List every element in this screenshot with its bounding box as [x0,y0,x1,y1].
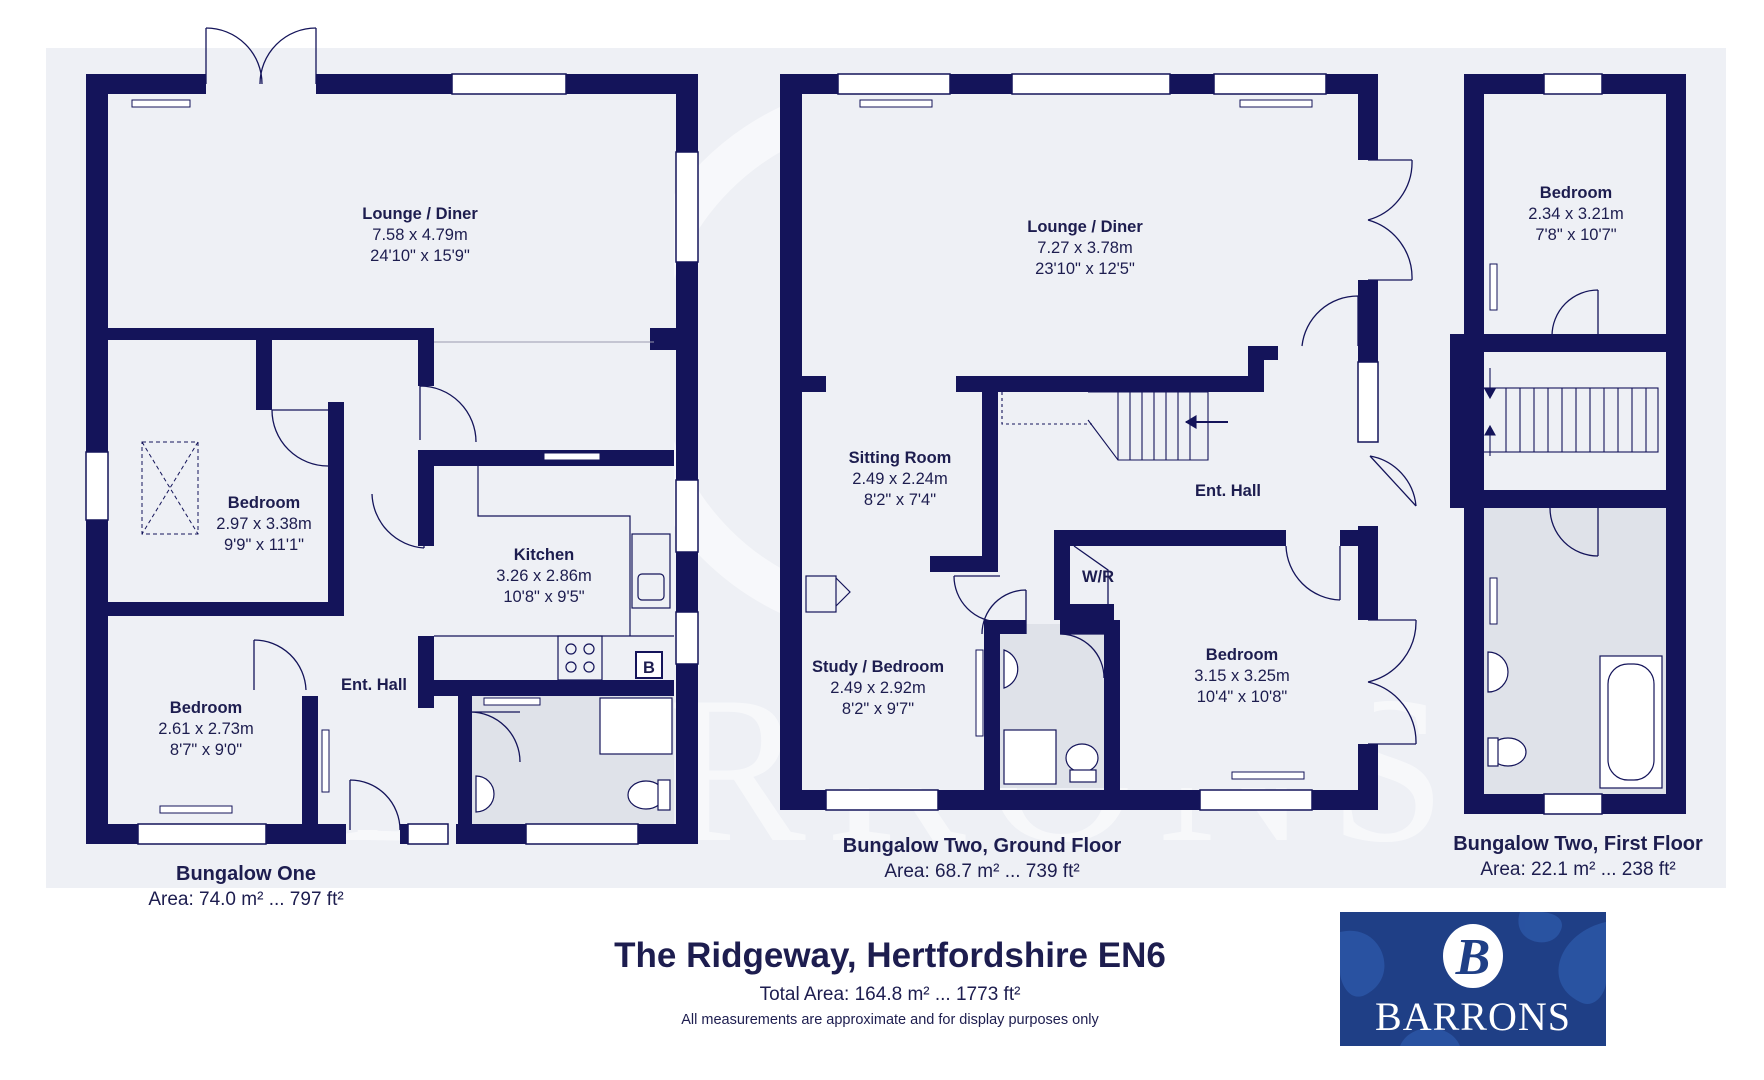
room-size-imperial: 8'7" x 9'0" [170,741,242,759]
walls [1450,74,1686,814]
barrons-logo: B BARRONS [1340,912,1606,1046]
disclaimer: All measurements are approximate and for… [681,1012,1099,1028]
room-size-metric: 2.97 x 3.38m [216,515,311,533]
plan-bungalow-one: Lounge / Diner 7.58 x 4.79m 24'10" x 15'… [85,27,699,910]
shower-room-fittings [1003,649,1099,785]
room-size-metric: 2.61 x 2.73m [158,720,253,738]
room-size-imperial: 8'2" x 7'4" [864,491,936,509]
windows [825,73,1379,811]
room-name: Ent. Hall [1195,482,1261,500]
radiators [1489,263,1498,625]
plan-title: Bungalow Two, First Floor [1453,833,1703,855]
plan-area: Area: 22.1 m² ... 238 ft² [1480,859,1675,880]
skylight [141,441,199,535]
room-name: Lounge / Diner [362,205,478,223]
room-name: Bedroom [228,494,300,512]
logo-emblem-icon: B [1340,912,1606,1046]
room-size-imperial: 10'8" x 9'5" [503,588,584,606]
doors [953,295,1417,679]
windows [1543,73,1603,815]
room-name: Ent. Hall [341,676,407,694]
room-size-imperial: 8'2" x 9'7" [842,700,914,718]
boiler-label: B [643,659,655,677]
svg-text:B: B [1455,929,1491,986]
plan-title: Bungalow Two, Ground Floor [843,835,1122,857]
doors [253,385,521,831]
staircase [1469,368,1659,456]
plan-bungalow-two-ground-floor: Lounge / Diner 7.27 x 3.78m 23'10" x 12'… [780,73,1417,882]
room-name: Bedroom [170,699,242,717]
doors [1549,289,1599,557]
radiators [131,99,601,814]
room-name: Study / Bedroom [812,658,944,676]
kitchen-units [434,466,674,681]
room-size-metric: 2.49 x 2.24m [852,470,947,488]
room-size-metric: 3.26 x 2.86m [496,567,591,585]
room-name: Bedroom [1540,184,1612,202]
total-area: Total Area: 164.8 m² ... 1773 ft² [759,984,1021,1005]
room-size-imperial: 10'4" x 10'8" [1197,688,1288,706]
room-size-metric: 3.15 x 3.25m [1194,667,1289,685]
room-name: Lounge / Diner [1027,218,1143,236]
logo-wordmark: BARRONS [1375,994,1571,1039]
radiators [859,99,1313,780]
room-size-metric: 2.34 x 3.21m [1528,205,1623,223]
plan-bungalow-two-first-floor: Bedroom 2.34 x 3.21m 7'8" x 10'7" Bungal… [1450,73,1703,880]
room-size-metric: 7.58 x 4.79m [372,226,467,244]
room-name: Bedroom [1206,646,1278,664]
room-size-metric: 7.27 x 3.78m [1037,239,1132,257]
shower-room-fittings [475,697,673,813]
room-name: Sitting Room [849,449,952,467]
room-name: W/R [1082,568,1114,586]
study-cupboard [805,575,851,613]
room-size-imperial: 24'10" x 15'9" [370,247,470,265]
french-doors [1367,159,1417,745]
bathroom-fittings [1487,651,1663,789]
room-size-metric: 2.49 x 2.92m [830,679,925,697]
plan-title: Bungalow One [176,863,316,885]
boiler [635,651,663,679]
property-title: The Ridgeway, Hertfordshire EN6 [614,936,1166,975]
plan-area: Area: 68.7 m² ... 739 ft² [884,861,1079,882]
room-size-imperial: 9'9" x 11'1" [224,536,304,554]
room-size-imperial: 23'10" x 12'5" [1035,260,1135,278]
room-name: Kitchen [514,546,575,564]
room-size-imperial: 7'8" x 10'7" [1535,226,1616,244]
plan-area: Area: 74.0 m² ... 797 ft² [148,889,343,910]
staircase [1001,391,1228,461]
windows [85,73,699,845]
french-door [205,27,317,85]
